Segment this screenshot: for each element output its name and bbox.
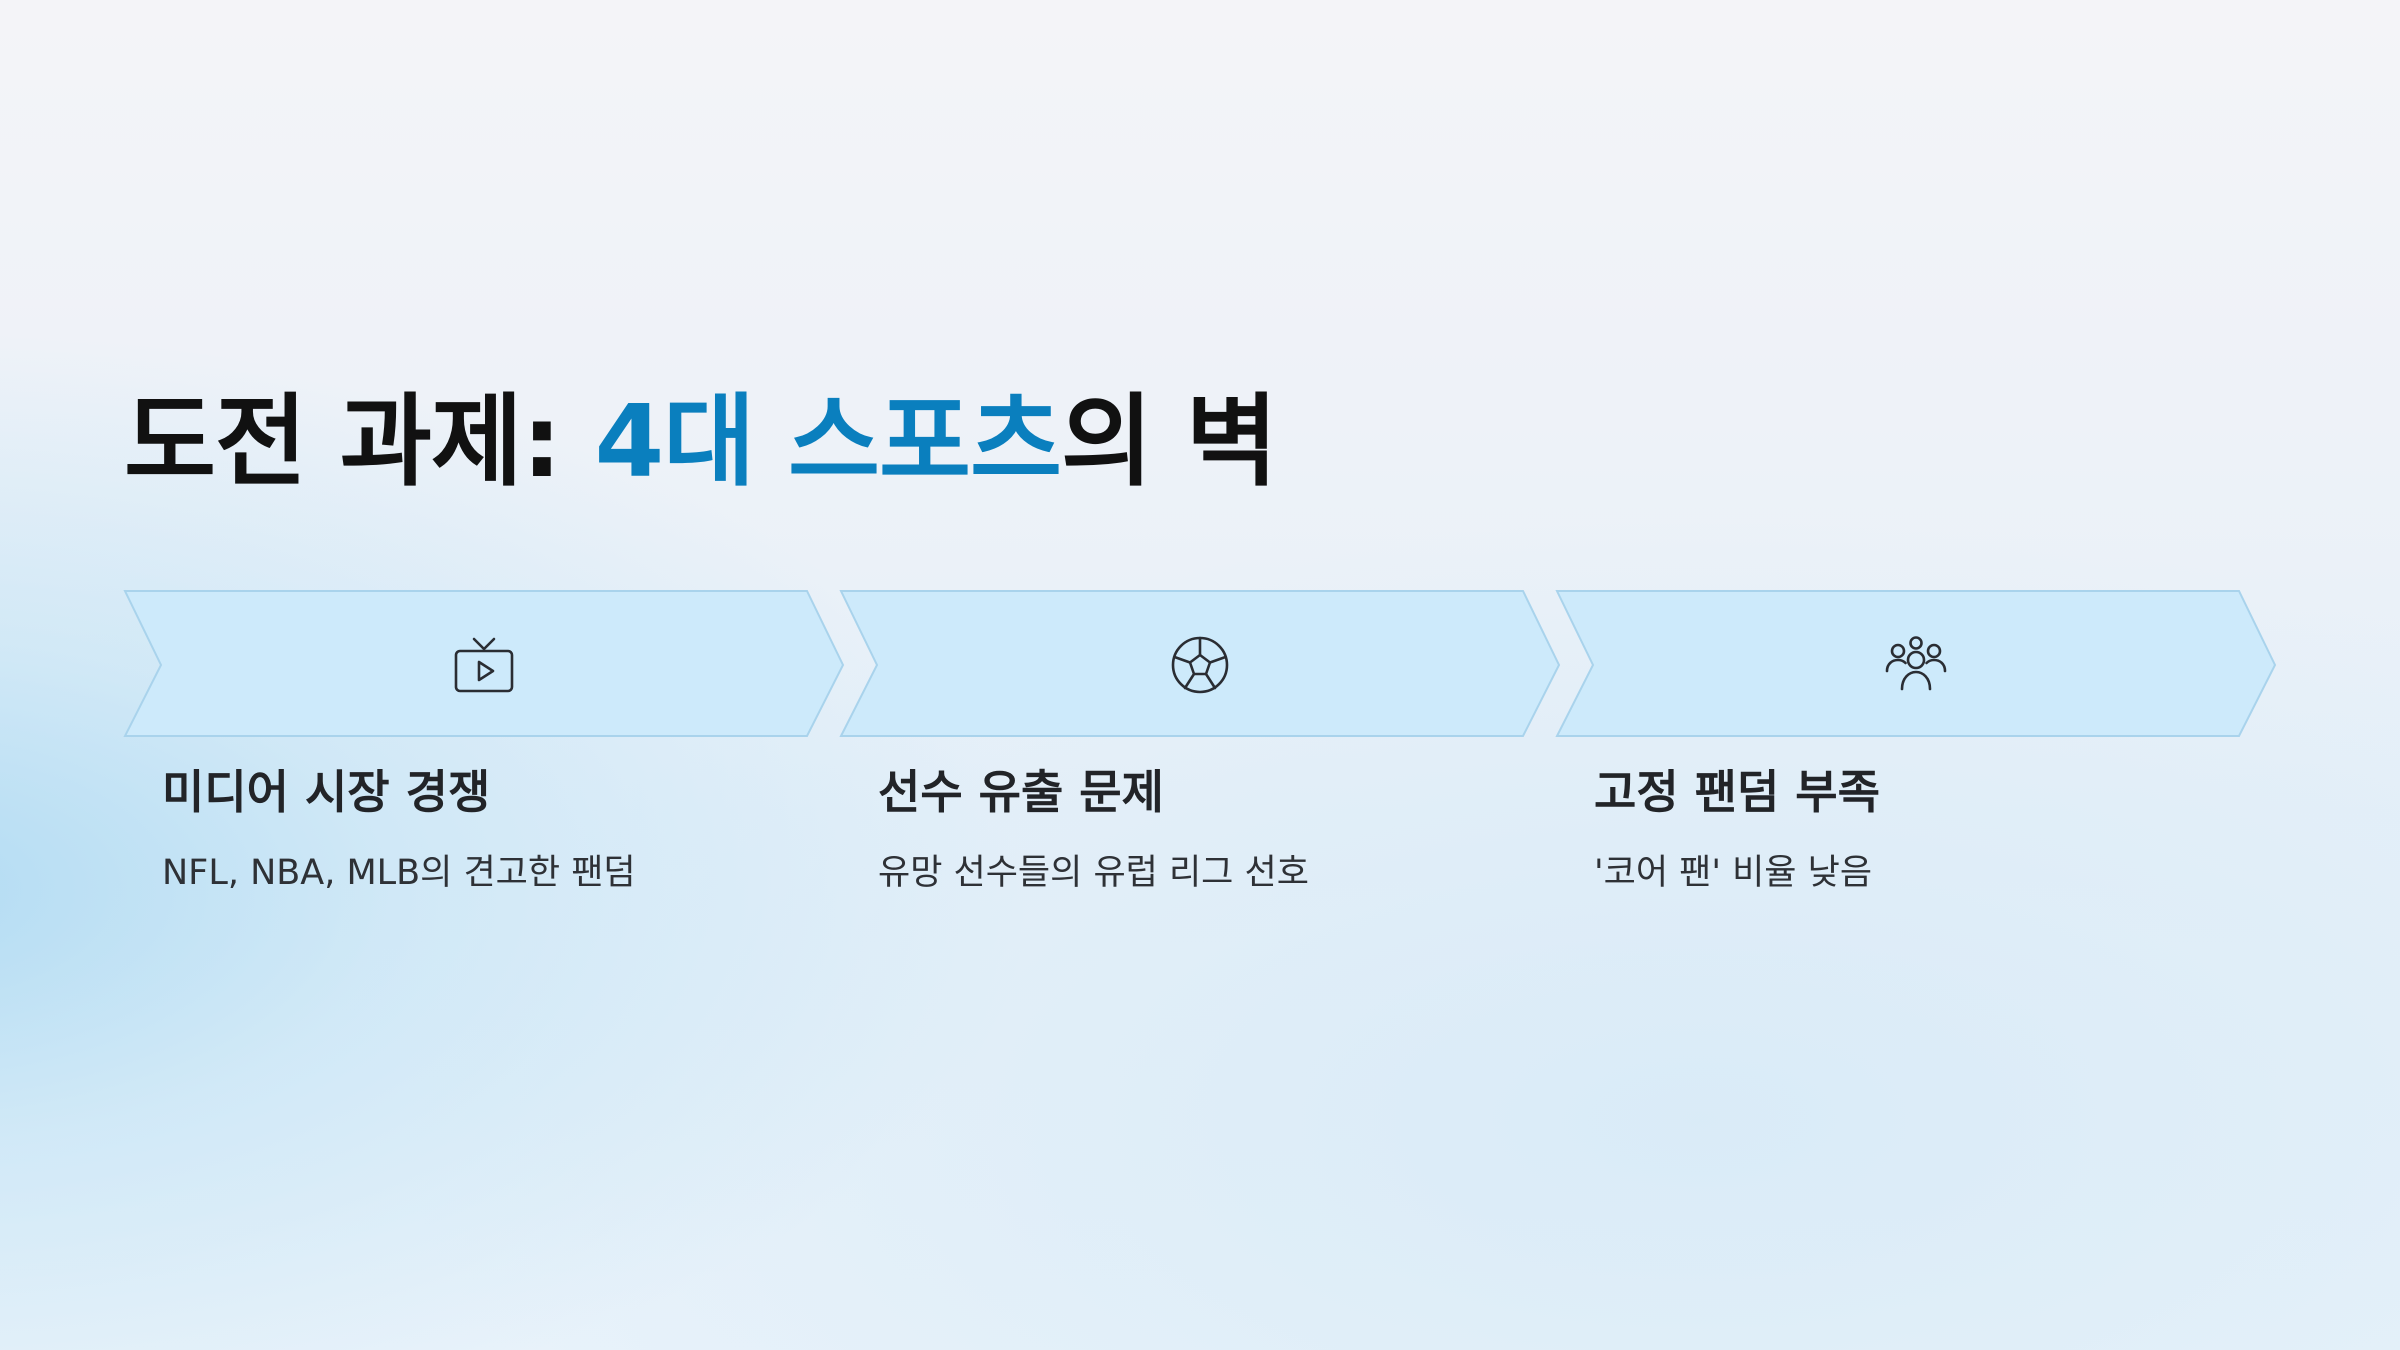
title-accent: 4대 스포츠 (594, 383, 1062, 500)
step-title: 선수 유출 문제 (878, 765, 1164, 819)
step-description: '코어 팬' 비율 낮음 (1594, 853, 1873, 894)
chevron-shape (123, 590, 845, 737)
users-group-icon (1884, 633, 1948, 697)
step-title: 고정 팬덤 부족 (1594, 765, 1880, 819)
slide-title: 도전 과제: 4대 스포츠의 벽 (124, 392, 1278, 492)
step-media-text: 미디어 시장 경쟁 NFL, NBA, MLB의 견고한 팬덤 (162, 765, 802, 894)
step-description: 유망 선수들의 유럽 리그 선호 (878, 853, 1309, 894)
soccer-ball-icon (1168, 633, 1232, 697)
chevron-shape (1555, 590, 2277, 737)
step-players (839, 590, 1561, 740)
step-description: NFL, NBA, MLB의 견고한 팬덤 (162, 853, 636, 894)
step-title: 미디어 시장 경쟁 (162, 765, 491, 819)
step-fandom (1555, 590, 2277, 740)
process-steps (123, 590, 2277, 740)
title-suffix: 의 벽 (1061, 383, 1278, 500)
step-media (123, 590, 845, 740)
chevron-shape (839, 590, 1561, 737)
step-fandom-text: 고정 팬덤 부족 '코어 팬' 비율 낮음 (1594, 765, 2234, 894)
step-players-text: 선수 유출 문제 유망 선수들의 유럽 리그 선호 (878, 765, 1518, 894)
tv-play-icon (452, 633, 516, 697)
title-prefix: 도전 과제: (124, 383, 595, 500)
